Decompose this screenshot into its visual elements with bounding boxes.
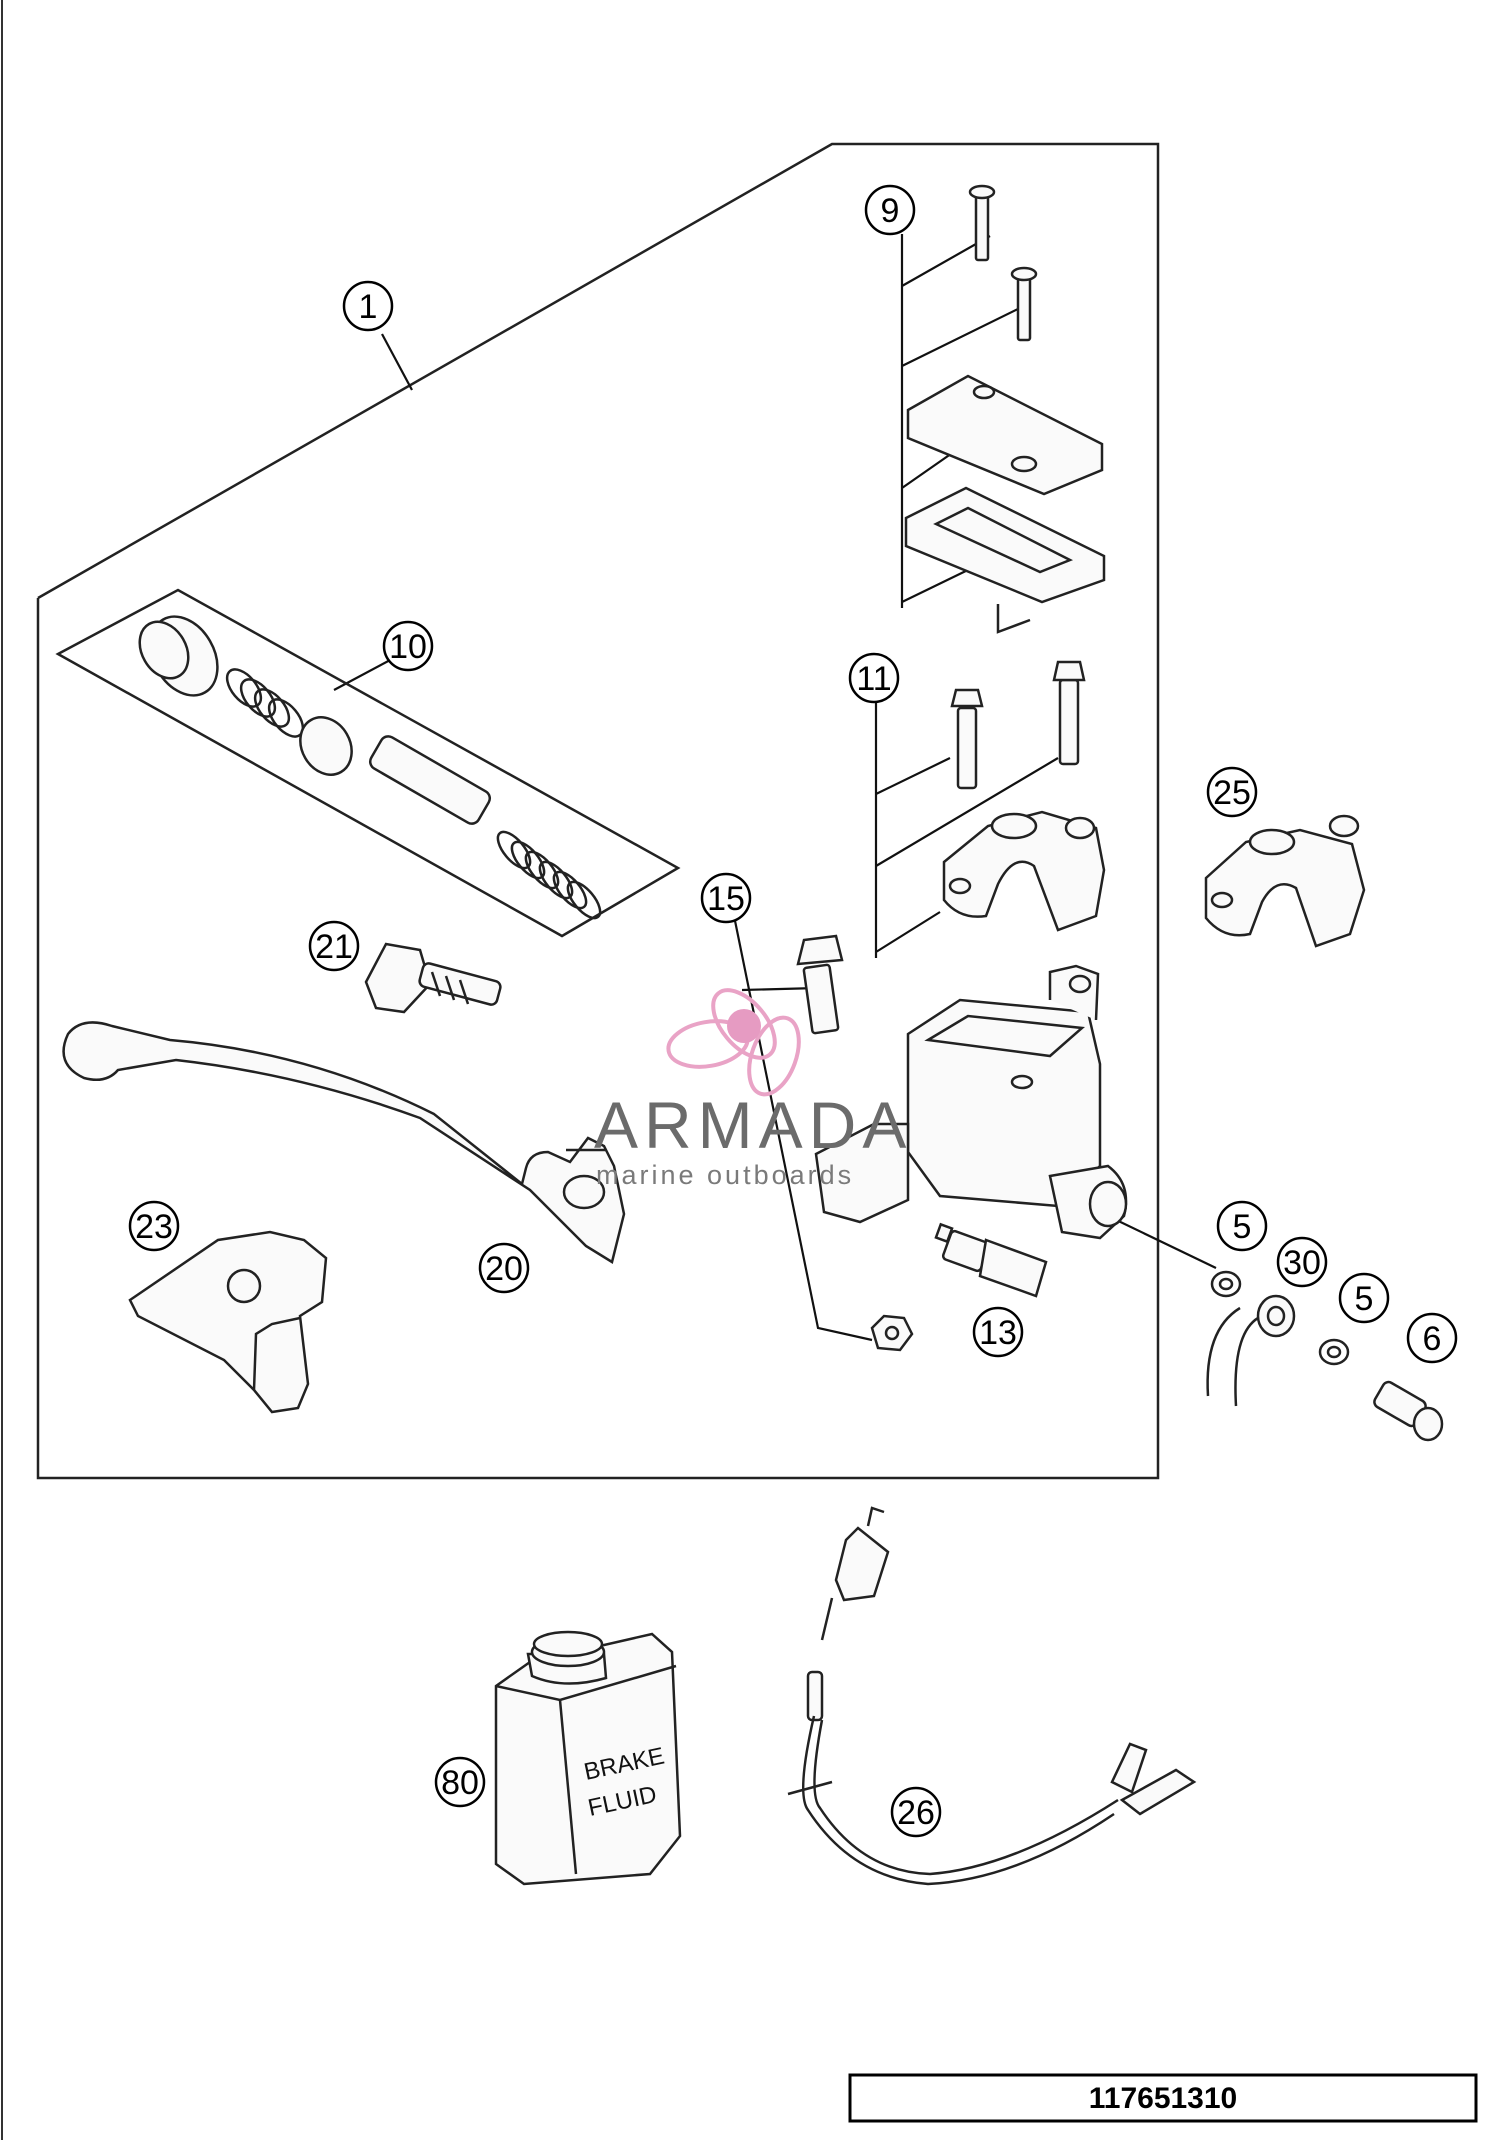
part-10-piston-kit xyxy=(55,588,681,938)
callout-80: 80 xyxy=(434,1756,486,1808)
callout-label: 30 xyxy=(1283,1244,1321,1282)
callout-10: 10 xyxy=(382,620,434,672)
part-21-adjuster xyxy=(364,942,502,1014)
callout-label: 15 xyxy=(707,880,745,918)
callout-21: 21 xyxy=(308,920,360,972)
document-number: 117651310 xyxy=(1089,2082,1238,2115)
assembly-1-outline xyxy=(36,142,1160,1480)
part-26-switch-cable xyxy=(787,1506,1197,1886)
callout-label: 26 xyxy=(897,1794,935,1832)
callout-20: 20 xyxy=(478,1242,530,1294)
part-11-clamp-and-bolts xyxy=(942,660,1106,932)
armada-watermark: ARMADA marine outboards xyxy=(594,988,912,1190)
part-23-lever-boot xyxy=(128,1230,328,1414)
part-9-reservoir-cover xyxy=(904,184,1106,634)
callout-label: 5 xyxy=(1355,1280,1374,1318)
callout-15: 15 xyxy=(700,872,752,924)
callout-5-upper: 5 xyxy=(1216,1200,1268,1252)
part-25-clamp xyxy=(1204,814,1366,948)
callout-label: 80 xyxy=(441,1764,479,1802)
callout-13: 13 xyxy=(972,1306,1024,1358)
callout-label: 20 xyxy=(485,1250,523,1288)
part-13-brake-switch xyxy=(934,1222,1048,1298)
callout-11: 11 xyxy=(848,652,900,704)
parts-5-30-6-banjo-fitting xyxy=(1206,1270,1444,1442)
callout-30: 30 xyxy=(1276,1236,1328,1288)
callout-25: 25 xyxy=(1206,766,1258,818)
callout-label: 1 xyxy=(359,288,378,326)
callout-label: 5 xyxy=(1233,1208,1252,1246)
callout-label: 25 xyxy=(1213,774,1251,812)
part-20-brake-lever xyxy=(62,1021,626,1264)
part-15-pivot-bolt xyxy=(796,934,914,1352)
callout-label: 11 xyxy=(856,660,891,698)
callout-label: 9 xyxy=(881,192,900,230)
callout-label: 10 xyxy=(389,628,427,666)
callout-23: 23 xyxy=(128,1200,180,1252)
callout-9: 9 xyxy=(864,184,916,236)
watermark-subtitle: marine outboards xyxy=(596,1160,854,1190)
callout-label: 21 xyxy=(315,928,353,966)
watermark-title: ARMADA xyxy=(594,1088,912,1162)
callout-26: 26 xyxy=(890,1786,942,1838)
callout-label: 23 xyxy=(135,1208,173,1246)
callout-5-lower: 5 xyxy=(1338,1272,1390,1324)
callout-label: 6 xyxy=(1423,1320,1442,1358)
document-number-box: 117651310 xyxy=(848,2073,1478,2123)
callout-label: 13 xyxy=(979,1314,1017,1352)
part-80-brake-fluid-can: BRAKE FLUID xyxy=(494,1630,682,1886)
master-cylinder-body xyxy=(814,964,1128,1240)
propeller-logo xyxy=(666,988,801,1097)
callout-6: 6 xyxy=(1406,1312,1458,1364)
callout-1: 1 xyxy=(342,280,394,332)
